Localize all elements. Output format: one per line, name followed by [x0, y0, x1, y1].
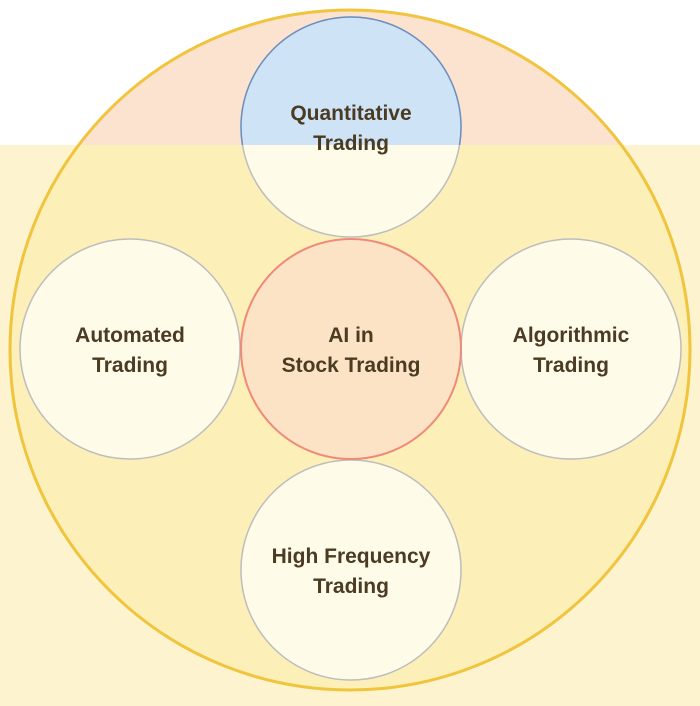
center-label-line1: AI in — [328, 324, 374, 347]
node-quantitative-label-line2: Trading — [313, 132, 389, 155]
node-high-frequency-label-line2: Trading — [313, 575, 389, 598]
node-automated-label-line1: Automated — [75, 324, 185, 347]
node-high-frequency-trading: High Frequency Trading — [240, 459, 462, 681]
node-high-frequency-label-line1: High Frequency — [272, 545, 431, 568]
outer-circle-border — [8, 8, 692, 692]
node-algorithmic-circle — [460, 238, 682, 460]
node-automated-trading: Automated Trading — [19, 238, 241, 460]
node-algorithmic-trading: Algorithmic Trading — [460, 238, 682, 460]
node-quantitative-label-line1: Quantitative — [290, 102, 411, 125]
node-high-frequency-circle — [240, 459, 462, 681]
node-algorithmic-label-line1: Algorithmic — [513, 324, 630, 347]
center-circle — [240, 238, 462, 460]
node-center-ai-in-stock-trading: AI in Stock Trading — [240, 238, 462, 460]
node-quantitative-top-border — [240, 16, 462, 145]
node-automated-circle — [19, 238, 241, 460]
center-label-line2: Stock Trading — [282, 354, 421, 377]
node-quantitative-top-tint — [241, 17, 461, 145]
node-algorithmic-label-line2: Trading — [533, 354, 609, 377]
node-automated-label-line2: Trading — [92, 354, 168, 377]
node-quantitative-trading: Quantitative Trading — [240, 16, 462, 238]
